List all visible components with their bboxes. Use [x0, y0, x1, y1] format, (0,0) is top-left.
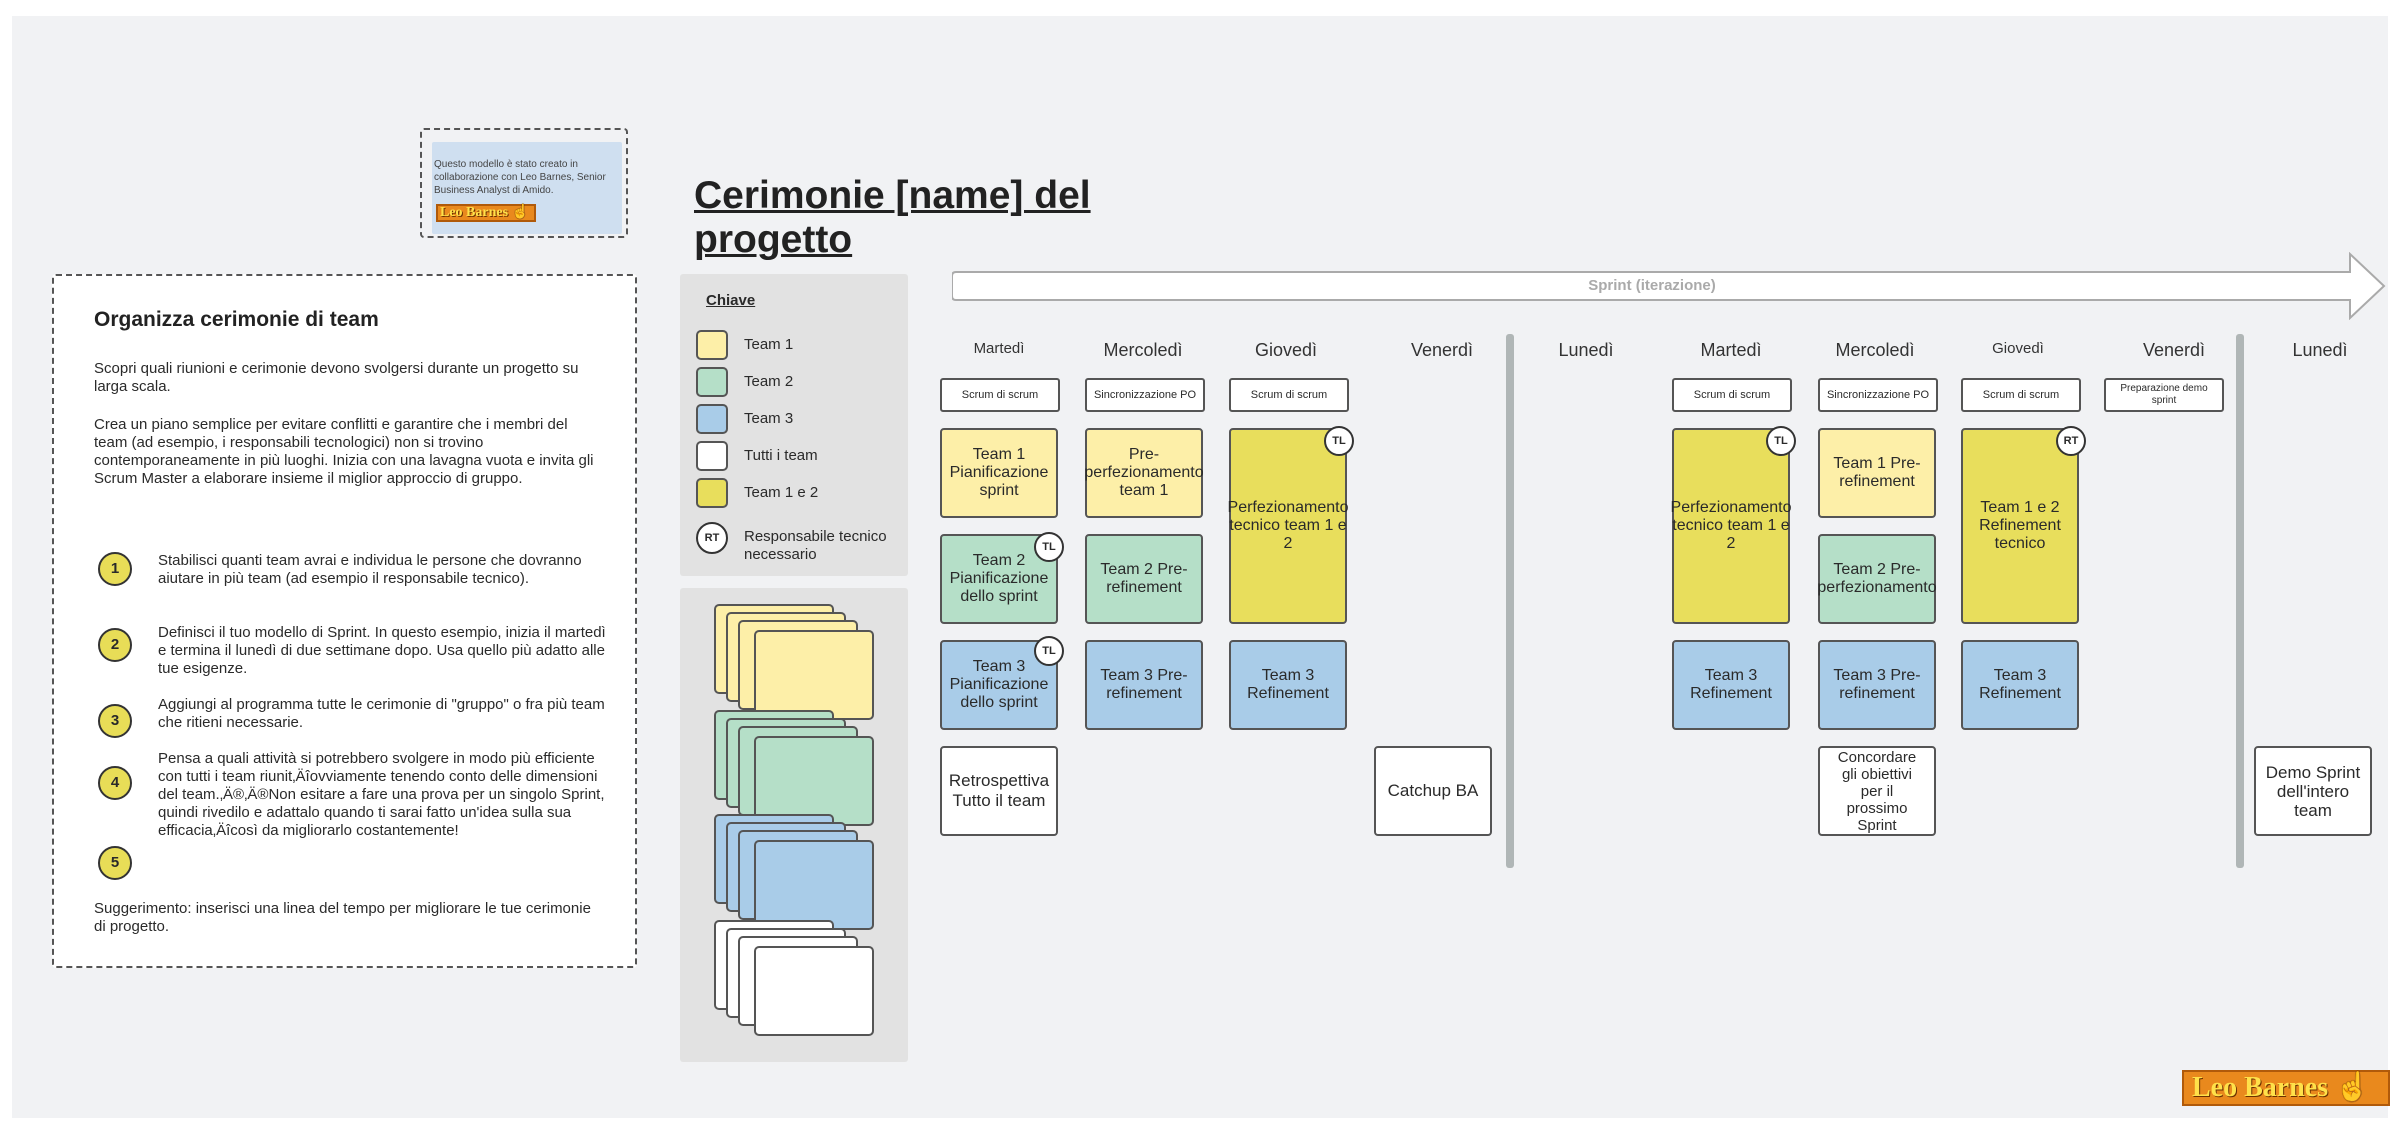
cursor-hand-icon: ☝ — [511, 205, 529, 220]
credit-logo-text: Leo Barnes — [440, 205, 509, 220]
sprint-label: Sprint (iterazione) — [1588, 277, 1716, 294]
meeting-scrum-of-scrums[interactable]: Scrum di scrum — [1672, 378, 1792, 412]
key-label-team-1-2: Team 1 e 2 — [744, 484, 819, 501]
key-swatch-team-2 — [696, 367, 728, 397]
day-monday-1: Lunedì — [1558, 340, 1614, 360]
day-thursday-1: Giovedì — [1254, 340, 1318, 360]
key-label-team-2: Team 2 — [744, 373, 794, 390]
sticky-stack-team-1-card[interactable] — [754, 630, 874, 720]
credit-note[interactable]: Questo modello è stato creato in collabo… — [420, 128, 628, 238]
key-rt-badge: RT — [696, 522, 728, 554]
rt-badge: RT — [2056, 426, 2086, 456]
step-3-text: Aggiungi al programma tutte le cerimonie… — [158, 696, 605, 731]
key-panel[interactable]: Chiave Team 1 Team 2 Team 3 Tutti i team… — [680, 274, 908, 576]
day-friday-1: Venerdì — [1410, 340, 1474, 360]
instructions-description: Crea un piano semplice per evitare confl… — [94, 416, 594, 487]
key-swatch-team-3 — [696, 404, 728, 434]
day-tuesday-2: Martedì — [1700, 340, 1762, 360]
day-monday-2: Lunedì — [2292, 340, 2348, 360]
key-label-team-3: Team 3 — [744, 410, 794, 427]
leo-barnes-logo-badge[interactable]: Leo Barnes ☝ — [2182, 1070, 2390, 1106]
board-title: Cerimonie [name] del progetto — [694, 174, 1091, 261]
step-4-text: Pensa a quali attività si potrebbero svo… — [158, 750, 605, 839]
instructions-tip: Suggerimento: inserisci una linea del te… — [94, 900, 591, 935]
card-team-3-refinement[interactable]: Team 3 Refinement — [1672, 640, 1790, 730]
key-swatch-team-1 — [696, 330, 728, 360]
card-team-3-sprint-planning[interactable]: Team 3 Pianificazione dello sprint — [940, 640, 1058, 730]
key-swatch-all-teams — [696, 441, 728, 471]
tl-badge: TL — [1034, 636, 1064, 666]
week-divider — [2236, 334, 2244, 868]
meeting-scrum-of-scrums[interactable]: Scrum di scrum — [940, 378, 1060, 412]
card-catchup-ba[interactable]: Catchup BA — [1374, 746, 1492, 836]
card-retrospective-all-teams[interactable]: Retrospettiva Tutto il team — [940, 746, 1058, 836]
instructions-panel[interactable]: Organizza cerimonie di team Scopri quali… — [52, 274, 637, 968]
meeting-scrum-of-scrums[interactable]: Scrum di scrum — [1229, 378, 1349, 412]
card-team-3-pre-refinement[interactable]: Team 3 Pre-refinement — [1085, 640, 1203, 730]
step-3-number: 3 — [98, 704, 132, 738]
card-team-1-2-technical-refinement[interactable]: Team 1 e 2 Refinement tecnico — [1961, 428, 2079, 624]
day-friday-2: Venerdì — [2142, 340, 2206, 360]
meeting-sprint-demo-prep[interactable]: Preparazione demo sprint — [2104, 378, 2224, 412]
key-rt-label: Responsabile tecnico necessario — [744, 528, 887, 563]
key-label-all-teams: Tutti i team — [744, 447, 818, 464]
step-2-number: 2 — [98, 628, 132, 662]
tl-badge: TL — [1034, 532, 1064, 562]
sticky-stack-team-3-card[interactable] — [754, 840, 874, 930]
cursor-hand-icon: ☝ — [2335, 1072, 2370, 1103]
step-1-text: Stabilisci quanti team avrai e individua… — [158, 552, 582, 587]
card-agree-next-sprint-goals[interactable]: Concordare gli obiettivi per il prossimo… — [1818, 746, 1936, 836]
card-sprint-demo-all-teams[interactable]: Demo Sprint dell'intero team — [2254, 746, 2372, 836]
sticky-stack-team-2-card[interactable] — [754, 736, 874, 826]
card-team-2-sprint-planning[interactable]: Team 2 Pianificazione dello sprint — [940, 534, 1058, 624]
credit-logo-badge: Leo Barnes ☝ — [436, 204, 536, 222]
card-team-1-2-technical-refinement[interactable]: Perfezionamento tecnico team 1 e 2 — [1671, 428, 1791, 624]
instructions-intro: Scopri quali riunioni e cerimonie devono… — [94, 360, 579, 395]
card-team-1-pre-refinement[interactable]: Team 1 Pre-refinement — [1818, 428, 1936, 518]
day-wednesday-2: Mercoledì — [1835, 340, 1915, 360]
instructions-title: Organizza cerimonie di team — [94, 308, 379, 331]
meeting-scrum-of-scrums[interactable]: Scrum di scrum — [1961, 378, 2081, 412]
week-divider — [1506, 334, 1514, 868]
card-team-3-refinement[interactable]: Team 3 Refinement — [1961, 640, 2079, 730]
tl-badge: TL — [1324, 426, 1354, 456]
card-team-1-2-technical-refinement[interactable]: Perfezionamento tecnico team 1 e 2 — [1228, 428, 1348, 624]
card-team-1-pre-refinement[interactable]: Pre-perfezionamento team 1 — [1084, 428, 1204, 518]
day-wednesday-1: Mercoledì — [1103, 340, 1183, 360]
day-tuesday-1: Martedì — [973, 340, 1025, 357]
card-team-3-pre-refinement[interactable]: Team 3 Pre-refinement — [1818, 640, 1936, 730]
corner-logo-text: Leo Barnes — [2192, 1072, 2329, 1103]
step-2-text: Definisci il tuo modello di Sprint. In q… — [158, 624, 606, 677]
card-team-3-refinement[interactable]: Team 3 Refinement — [1229, 640, 1347, 730]
card-team-2-pre-refinement[interactable]: Team 2 Pre-refinement — [1085, 534, 1203, 624]
step-1-number: 1 — [98, 552, 132, 586]
step-4-number: 4 — [98, 766, 132, 800]
sticky-note-stacks[interactable] — [680, 588, 908, 1062]
key-title: Chiave — [706, 292, 756, 309]
key-label-team-1: Team 1 — [744, 336, 794, 353]
meeting-po-sync[interactable]: Sincronizzazione PO — [1085, 378, 1205, 412]
credit-note-text: Questo modello è stato creato in collabo… — [434, 159, 606, 196]
card-team-2-pre-refinement[interactable]: Team 2 Pre-perfezionamento — [1817, 534, 1937, 624]
step-5-number: 5 — [98, 846, 132, 880]
key-swatch-team-1-2 — [696, 478, 728, 508]
whiteboard-canvas: Questo modello è stato creato in collabo… — [12, 16, 2390, 1118]
sticky-stack-all-teams-card[interactable] — [754, 946, 874, 1036]
tl-badge: TL — [1766, 426, 1796, 456]
sprint-arrow-shape — [951, 251, 2386, 321]
meeting-po-sync[interactable]: Sincronizzazione PO — [1818, 378, 1938, 412]
card-team-1-sprint-planning[interactable]: Team 1 Pianificazione sprint — [940, 428, 1058, 518]
sprint-timeline-arrow[interactable]: Sprint (iterazione) — [951, 251, 2388, 321]
day-thursday-2: Giovedì — [1992, 340, 2044, 357]
